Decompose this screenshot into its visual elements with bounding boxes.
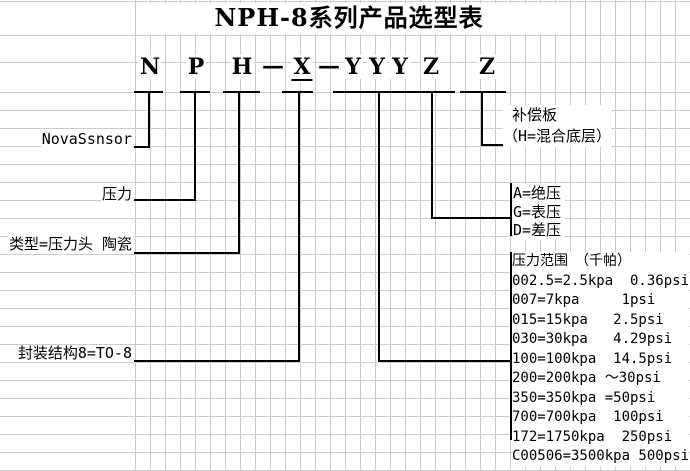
- type-label: 类型=压力头 陶瓷: [7, 235, 133, 253]
- ptype-block-border: [510, 183, 512, 236]
- pressure-range-row: 100=100kpa 14.5psi: [512, 350, 673, 367]
- code-letter-x: X: [291, 54, 313, 81]
- connector-to-brand: [134, 146, 150, 148]
- code-letter-y3: Y: [390, 54, 410, 80]
- connector-to-package: [134, 360, 300, 362]
- pressure-range-box: 压力范围 （千帕） 002.5=2.5kpa 0.36psi 007=7kpa …: [512, 252, 689, 467]
- code-dash-icon: —: [262, 53, 284, 79]
- pressure-type-differential: D=差压: [513, 221, 562, 240]
- bracket-bar-z2: [460, 91, 506, 93]
- connector-to-ptype: [431, 217, 511, 219]
- connector-to-pressure: [134, 199, 196, 201]
- connector-to-type: [134, 252, 240, 254]
- connector-line-n: [148, 91, 150, 148]
- code-dash-icon: —: [318, 53, 340, 79]
- pressure-label: 压力: [100, 185, 133, 203]
- compensation-note: （H=混合底层）: [503, 127, 612, 145]
- pressure-type-gauge: G=表压: [513, 202, 562, 221]
- pressure-range-header: 压力范围 （千帕）: [512, 253, 631, 269]
- bracket-bar-x: [282, 91, 313, 93]
- code-letter-p: P: [185, 54, 207, 80]
- pressure-range-row: 007=7kpa 1psi: [512, 292, 656, 308]
- compensation-block: 补偿板 （H=混合底层）: [503, 105, 612, 147]
- code-letter-z1: Z: [420, 54, 442, 80]
- page-title: NPH-8系列产品选型表: [140, 3, 558, 34]
- code-letter-z2: Z: [476, 54, 498, 80]
- code-letter-y1: Y: [343, 54, 363, 80]
- code-letter-h: H: [229, 54, 255, 80]
- range-box-border: [510, 252, 512, 440]
- grid-row-line: [0, 1, 690, 2]
- pressure-range-row: 200=200kpa ～30psi: [512, 370, 661, 386]
- connector-line-h: [238, 91, 240, 254]
- connector-line-z1: [431, 91, 433, 219]
- pressure-range-row: 030=30kpa 4.29psi: [512, 331, 673, 347]
- pressure-range-row: 350=350kpa =50psi: [512, 389, 656, 406]
- pressure-range-row: 700=700kpa 100psi: [512, 409, 664, 425]
- connector-to-compensation: [481, 144, 507, 146]
- compensation-title: 补偿板: [512, 106, 558, 124]
- connector-line-z2: [481, 91, 483, 146]
- pressure-range-row: 002.5=2.5kpa 0.36psi: [512, 272, 690, 289]
- bracket-bar-h: [223, 91, 260, 93]
- pressure-range-row: 172=1750kpa 250psi: [512, 428, 673, 445]
- bracket-bar-yyyz: [333, 91, 455, 93]
- code-letter-y2: Y: [367, 54, 387, 80]
- connector-line-x: [298, 91, 300, 362]
- connector-line-y: [378, 91, 380, 362]
- package-label: 封装结构8=TO-8: [16, 344, 133, 362]
- connector-to-range: [378, 360, 511, 362]
- pressure-type-block: A=绝压 G=表压 D=差压: [513, 184, 566, 240]
- grid-row-line: [0, 35, 690, 36]
- pressure-range-row: C00506=3500kpa 500psi: [512, 448, 690, 464]
- pressure-type-absolute: A=绝压: [513, 184, 562, 202]
- brand-label: NovaSsnsor: [40, 130, 133, 148]
- code-letter-n: N: [137, 54, 163, 80]
- pressure-range-row: 015=15kpa 2.5psi: [512, 311, 664, 328]
- connector-line-p: [194, 91, 196, 201]
